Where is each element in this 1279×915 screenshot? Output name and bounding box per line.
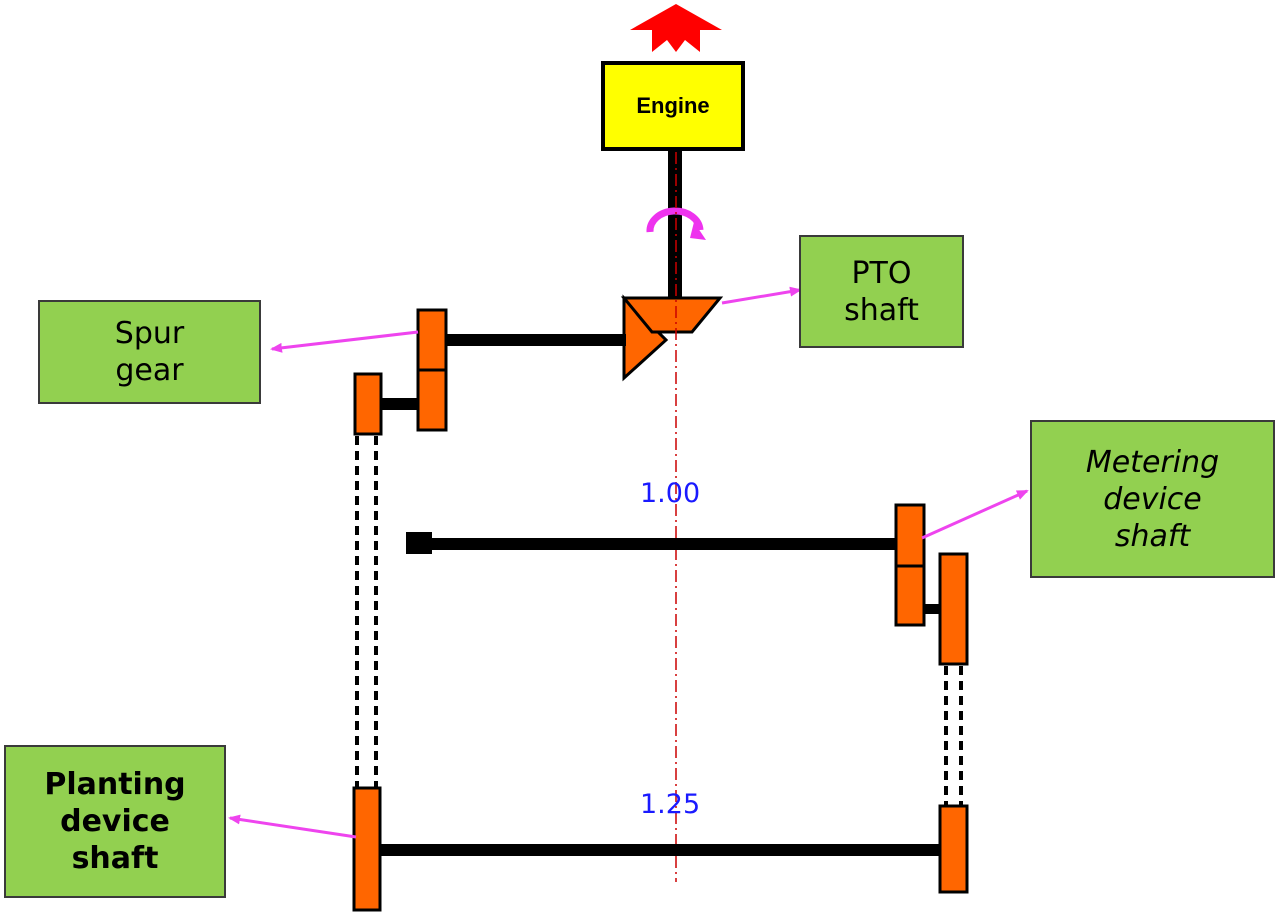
engine-label: Engine	[636, 93, 710, 118]
metering-shaft-label: Metering device shaft	[1085, 444, 1220, 554]
spur-gear-connector	[381, 398, 419, 410]
direction-arrow-icon	[630, 4, 722, 52]
pto-shaft-bar	[446, 334, 626, 346]
rotation-arrowhead	[690, 222, 706, 240]
planting-ratio: 1.25	[640, 789, 701, 820]
metering-shaft-end	[406, 532, 432, 554]
sprocket-right-lower	[938, 804, 969, 894]
pointer-pto-shaft	[721, 286, 802, 305]
metering-gear-connector	[924, 604, 942, 614]
pointer-planting-shaft	[228, 814, 357, 839]
metering-shaft-bar	[430, 538, 896, 550]
pointer-spur-gear	[270, 330, 419, 353]
spur-gear-label: Spur gear	[114, 316, 185, 388]
sprocket-lower-left	[352, 786, 382, 912]
rotation-arrow-icon	[646, 207, 704, 233]
bevel-gear-horizontal	[620, 296, 724, 334]
sprocket-right-upper	[938, 552, 969, 666]
metering-ratio: 1.00	[640, 478, 701, 509]
engine-box: Engine	[601, 61, 745, 151]
planting-shaft-label-box: Planting device shaft	[4, 745, 226, 898]
engine-output-shaft	[668, 151, 682, 301]
spur-gear-label-box: Spur gear	[38, 300, 261, 404]
pto-shaft-label: PTO shaft	[844, 255, 919, 328]
pointer-metering-shaft	[921, 489, 1029, 540]
planting-shaft-bar	[380, 844, 942, 856]
planting-shaft-label: Planting device shaft	[44, 767, 186, 876]
pto-shaft-label-box: PTO shaft	[799, 235, 964, 348]
sprocket-upper-left	[353, 372, 383, 436]
metering-shaft-label-box: Metering device shaft	[1030, 420, 1275, 578]
